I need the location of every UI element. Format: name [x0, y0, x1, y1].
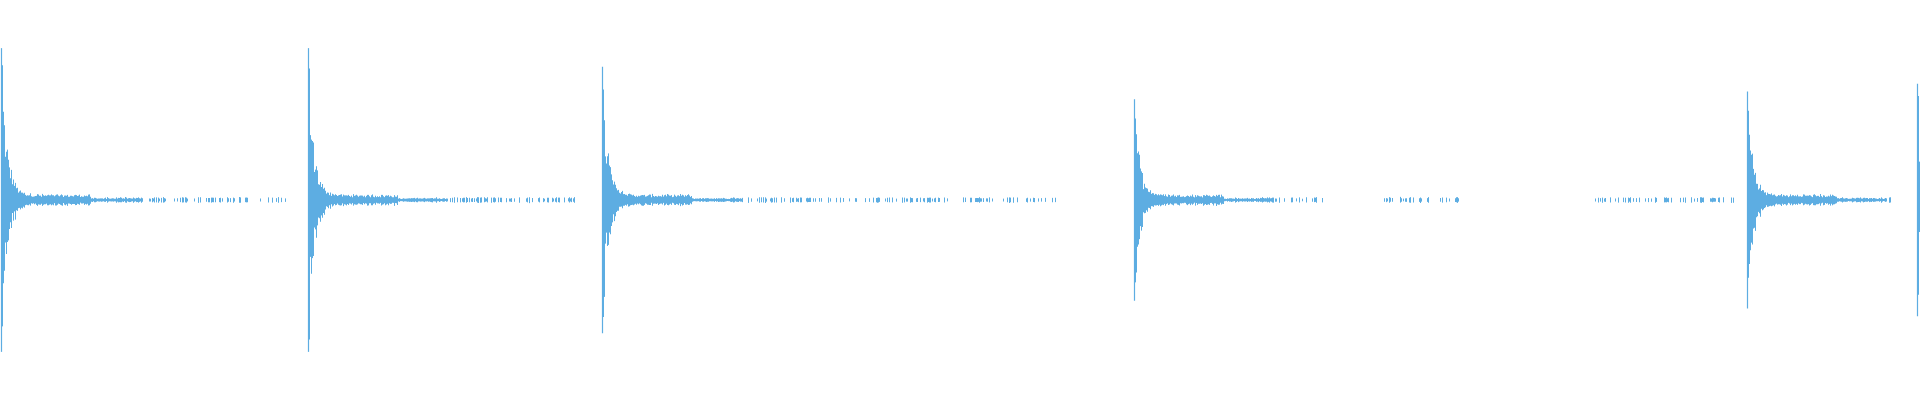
waveform-path	[1, 65, 1920, 340]
waveform-trace	[0, 48, 1920, 352]
